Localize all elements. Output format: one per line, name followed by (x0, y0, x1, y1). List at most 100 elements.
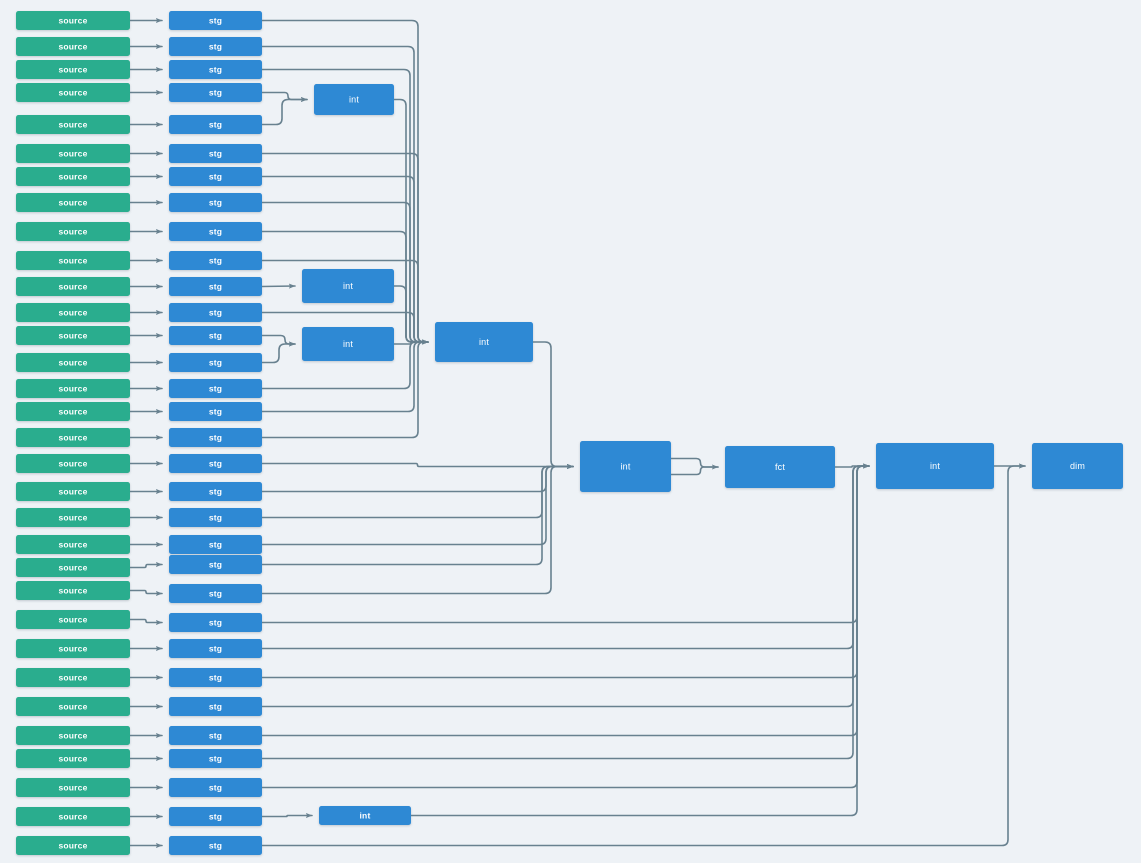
node-stg5[interactable]: stg (169, 115, 262, 134)
node-stg12[interactable]: stg (169, 303, 262, 322)
node-src8[interactable]: source (16, 193, 130, 212)
node-box[interactable] (169, 454, 262, 473)
node-src9[interactable]: source (16, 222, 130, 241)
node-box[interactable] (169, 482, 262, 501)
node-box[interactable] (16, 83, 130, 102)
node-box[interactable] (16, 379, 130, 398)
node-box[interactable] (16, 836, 130, 855)
node-box[interactable] (169, 379, 262, 398)
node-box[interactable] (169, 167, 262, 186)
node-stg1[interactable]: stg (169, 11, 262, 30)
node-int_c[interactable]: int (302, 327, 394, 361)
node-box[interactable] (16, 558, 130, 577)
node-box[interactable] (169, 778, 262, 797)
node-src31[interactable]: source (16, 807, 130, 826)
node-int_f[interactable]: int (876, 443, 994, 489)
node-box[interactable] (169, 83, 262, 102)
node-src14[interactable]: source (16, 353, 130, 372)
node-box[interactable] (169, 402, 262, 421)
node-stg9[interactable]: stg (169, 222, 262, 241)
node-box[interactable] (169, 639, 262, 658)
node-src12[interactable]: source (16, 303, 130, 322)
node-box[interactable] (169, 697, 262, 716)
node-box[interactable] (16, 251, 130, 270)
node-box[interactable] (16, 326, 130, 345)
node-int_e[interactable]: int (580, 441, 671, 492)
node-stg13[interactable]: stg (169, 326, 262, 345)
node-box[interactable] (169, 193, 262, 212)
node-src1[interactable]: source (16, 11, 130, 30)
node-int_b[interactable]: int (302, 269, 394, 303)
node-src26[interactable]: source (16, 668, 130, 687)
node-box[interactable] (169, 584, 262, 603)
node-box[interactable] (169, 251, 262, 270)
node-src16[interactable]: source (16, 402, 130, 421)
node-box[interactable] (16, 402, 130, 421)
node-src20[interactable]: source (16, 508, 130, 527)
node-box[interactable] (16, 222, 130, 241)
node-box[interactable] (169, 749, 262, 768)
node-box[interactable] (16, 697, 130, 716)
node-stg29[interactable]: stg (169, 749, 262, 768)
node-src5[interactable]: source (16, 115, 130, 134)
node-box[interactable] (16, 610, 130, 629)
node-box[interactable] (169, 60, 262, 79)
node-src30[interactable]: source (16, 778, 130, 797)
node-src21[interactable]: source (16, 535, 130, 554)
node-src32[interactable]: source (16, 836, 130, 855)
node-src29[interactable]: source (16, 749, 130, 768)
node-box[interactable] (16, 778, 130, 797)
node-src22[interactable]: source (16, 558, 130, 577)
node-stg14[interactable]: stg (169, 353, 262, 372)
node-stg10[interactable]: stg (169, 251, 262, 270)
node-stg27[interactable]: stg (169, 697, 262, 716)
node-box[interactable] (169, 836, 262, 855)
node-src18[interactable]: source (16, 454, 130, 473)
node-stg19[interactable]: stg (169, 482, 262, 501)
node-stg7[interactable]: stg (169, 167, 262, 186)
node-box[interactable] (319, 806, 411, 825)
node-box[interactable] (302, 327, 394, 361)
node-src13[interactable]: source (16, 326, 130, 345)
node-box[interactable] (16, 428, 130, 447)
node-stg30[interactable]: stg (169, 778, 262, 797)
node-box[interactable] (169, 353, 262, 372)
node-box[interactable] (169, 11, 262, 30)
node-box[interactable] (169, 277, 262, 296)
node-stg8[interactable]: stg (169, 193, 262, 212)
node-box[interactable] (16, 639, 130, 658)
node-box[interactable] (169, 144, 262, 163)
node-src28[interactable]: source (16, 726, 130, 745)
node-box[interactable] (169, 613, 262, 632)
node-box[interactable] (16, 277, 130, 296)
node-box[interactable] (435, 322, 533, 362)
node-box[interactable] (169, 115, 262, 134)
node-src23[interactable]: source (16, 581, 130, 600)
node-stg18[interactable]: stg (169, 454, 262, 473)
node-dim_a[interactable]: dim (1032, 443, 1123, 489)
node-int_a[interactable]: int (314, 84, 394, 115)
node-box[interactable] (16, 167, 130, 186)
node-src27[interactable]: source (16, 697, 130, 716)
node-box[interactable] (302, 269, 394, 303)
node-fct_a[interactable]: fct (725, 446, 835, 488)
node-stg3[interactable]: stg (169, 60, 262, 79)
node-box[interactable] (16, 668, 130, 687)
node-stg26[interactable]: stg (169, 668, 262, 687)
node-box[interactable] (169, 303, 262, 322)
node-stg28[interactable]: stg (169, 726, 262, 745)
node-box[interactable] (16, 37, 130, 56)
node-box[interactable] (169, 326, 262, 345)
node-box[interactable] (16, 581, 130, 600)
node-src4[interactable]: source (16, 83, 130, 102)
node-box[interactable] (16, 60, 130, 79)
node-box[interactable] (16, 749, 130, 768)
node-box[interactable] (1032, 443, 1123, 489)
node-stg16[interactable]: stg (169, 402, 262, 421)
node-src19[interactable]: source (16, 482, 130, 501)
node-box[interactable] (16, 454, 130, 473)
node-src15[interactable]: source (16, 379, 130, 398)
node-stg24[interactable]: stg (169, 613, 262, 632)
